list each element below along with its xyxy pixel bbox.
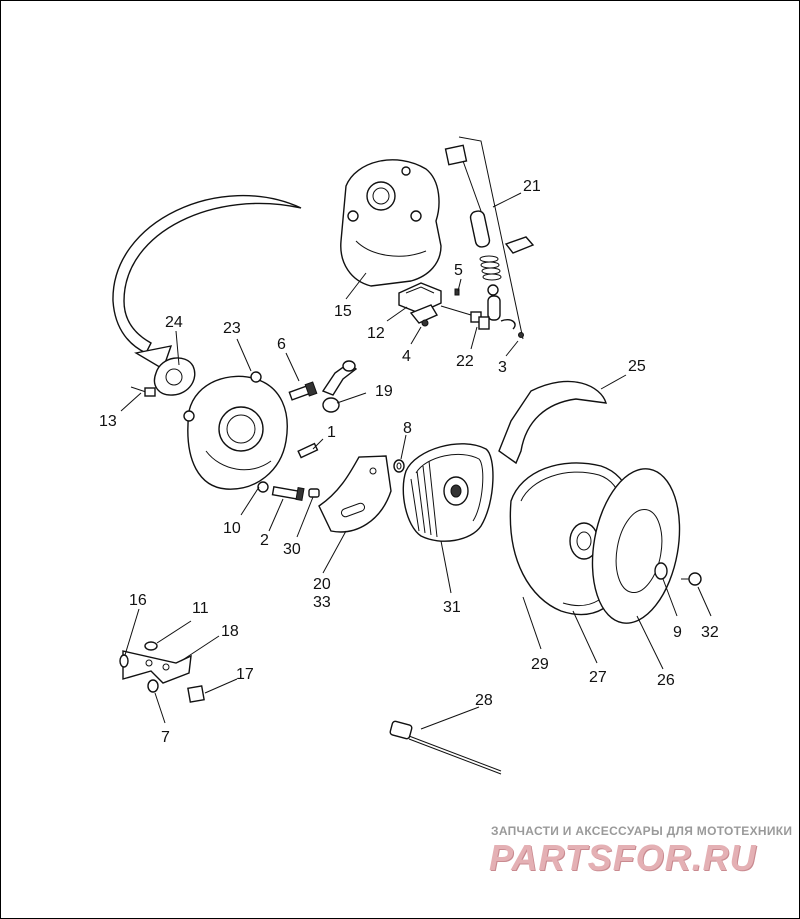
callout-12: 12 xyxy=(367,325,385,342)
screw-16 xyxy=(119,654,129,668)
callout-22: 22 xyxy=(456,353,474,370)
filter-element xyxy=(402,443,494,542)
callout-13: 13 xyxy=(99,413,117,430)
callout-1: 1 xyxy=(327,424,336,441)
leader-lines xyxy=(120,192,712,730)
callout-5: 5 xyxy=(454,262,463,279)
callout-20: 20 xyxy=(313,576,331,593)
gasket xyxy=(153,357,196,396)
callout-29: 29 xyxy=(531,656,549,673)
callout-23: 23 xyxy=(223,320,241,337)
callout-9: 9 xyxy=(673,624,682,641)
callout-16: 16 xyxy=(129,592,147,609)
washer xyxy=(393,459,405,473)
callout-18: 18 xyxy=(221,623,239,640)
callout-8: 8 xyxy=(403,420,412,437)
screw-1 xyxy=(297,442,319,459)
callout-2: 2 xyxy=(260,532,269,549)
callout-28: 28 xyxy=(475,692,493,709)
callout-33: 33 xyxy=(313,594,331,611)
callout-32: 32 xyxy=(701,624,719,641)
nut-17 xyxy=(187,685,205,703)
cover-trim xyxy=(591,468,681,624)
bracket xyxy=(308,455,392,533)
callout-30: 30 xyxy=(283,541,301,558)
nut-11 xyxy=(144,641,158,651)
upper-backplate xyxy=(340,159,442,287)
callout-27: 27 xyxy=(589,669,607,686)
callout-24: 24 xyxy=(165,314,183,331)
cover-screw-32 xyxy=(681,572,702,586)
elbow-fitting xyxy=(321,360,358,413)
callout-4: 4 xyxy=(402,348,411,365)
callout-10: 10 xyxy=(223,520,241,537)
cover-shield xyxy=(498,380,607,465)
screw-6 xyxy=(288,381,318,401)
callout-19: 19 xyxy=(375,383,393,400)
watermark-tagline: ЗАПЧАСТИ И АКСЕССУАРЫ ДЛЯ МОТОТЕХНИКИ xyxy=(491,824,793,838)
screw-7 xyxy=(147,679,159,693)
callout-26: 26 xyxy=(657,672,675,689)
direction-arrow xyxy=(112,194,302,371)
callout-6: 6 xyxy=(277,336,286,353)
screw-2 xyxy=(271,485,305,502)
watermark-logo: PARTSFOR.RU xyxy=(489,837,757,878)
callout-25: 25 xyxy=(628,358,646,375)
callout-21: 21 xyxy=(523,178,541,195)
callout-15: 15 xyxy=(334,303,352,320)
callout-31: 31 xyxy=(443,599,461,616)
small-hardware-5-22 xyxy=(440,288,490,330)
cover-screw-9 xyxy=(654,562,668,580)
cable xyxy=(389,720,502,775)
mount-bracket xyxy=(122,650,192,684)
callout-7: 7 xyxy=(161,729,170,746)
rod-assembly xyxy=(444,136,535,340)
callout-3: 3 xyxy=(498,359,507,376)
lower-backplate xyxy=(183,371,288,493)
callout-11: 11 xyxy=(192,600,209,617)
breather-bolt xyxy=(130,386,156,397)
callout-17: 17 xyxy=(236,666,254,683)
callout-labels: 21 5 15 12 4 22 3 25 24 23 6 19 13 1 8 1… xyxy=(99,178,719,746)
breather-assembly xyxy=(398,282,442,327)
